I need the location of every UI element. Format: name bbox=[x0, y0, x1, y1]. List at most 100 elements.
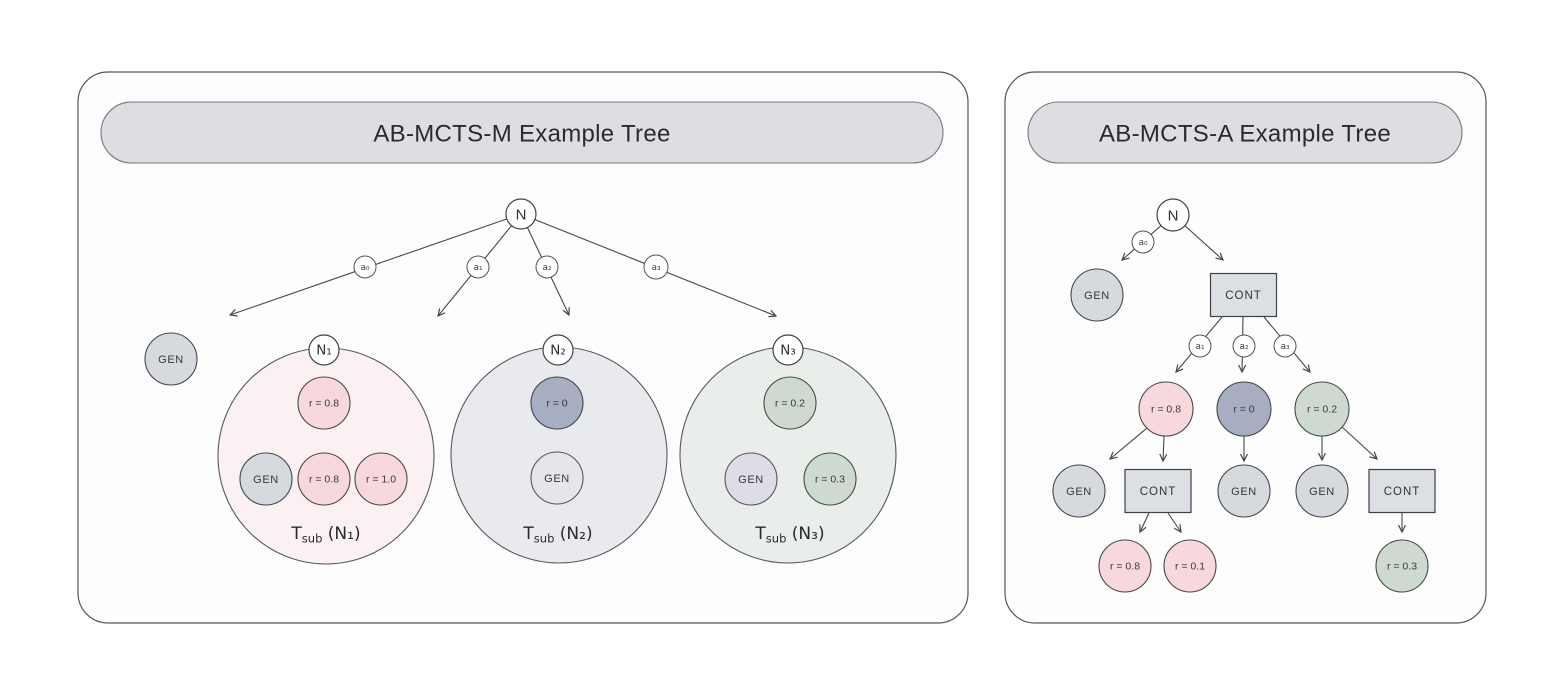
right-level2: r = 0.8 r = 0 r = 0.2 bbox=[1138, 381, 1350, 437]
a3-circle bbox=[643, 254, 669, 280]
n2-gen-circle bbox=[530, 451, 584, 505]
n1-gen-circle bbox=[239, 452, 293, 506]
subtree-n2: N₂ r = 0 GEN Tsub (N₂) bbox=[450, 334, 668, 564]
n3-r2-label: r = 0.3 bbox=[815, 474, 845, 486]
right-level1: GEN CONT a₁ a₂ a₃ bbox=[1070, 268, 1297, 358]
root-circle bbox=[505, 198, 537, 230]
r01-circle bbox=[1163, 539, 1217, 593]
n3-r2-circle bbox=[803, 452, 857, 506]
r03-circle bbox=[1375, 539, 1429, 593]
gen-label: GEN bbox=[1309, 486, 1335, 498]
edge-r02-cont bbox=[1341, 426, 1378, 460]
subtree-n3: N₃ r = 0.2 GEN r = 0.3 Tsub (N₃) bbox=[679, 334, 897, 564]
n1-r2-circle bbox=[297, 452, 351, 506]
n1-r2-label: r = 0.8 bbox=[309, 474, 339, 486]
gen-circle bbox=[144, 332, 198, 386]
subtree-n2-caption: Tsub (N₂) bbox=[522, 524, 592, 546]
right-level4: r = 0.8 r = 0.1 r = 0.3 bbox=[1098, 539, 1429, 593]
a2-circle bbox=[535, 255, 559, 279]
caption-sub: sub bbox=[302, 532, 323, 546]
r02-label: r = 0.2 bbox=[1307, 404, 1337, 416]
left-panel: AB-MCTS-M Example Tree N a₀ a₁ a₂ a₃ bbox=[77, 71, 969, 624]
cont-box bbox=[1209, 272, 1278, 318]
a0-label: a₀ bbox=[360, 263, 370, 273]
cont-box bbox=[1124, 468, 1192, 514]
r08b-circle bbox=[1098, 539, 1152, 593]
caption-t: T bbox=[290, 524, 302, 544]
n3-label: N₃ bbox=[780, 343, 796, 359]
n1-gen-label: GEN bbox=[253, 474, 279, 486]
caption-rest: (N₂) bbox=[554, 524, 592, 544]
a0-circle bbox=[353, 255, 377, 279]
n1-circle bbox=[308, 334, 340, 366]
r0-circle bbox=[1216, 381, 1272, 437]
edge-r08-gen bbox=[1108, 427, 1148, 460]
n2-top-r-circle bbox=[530, 376, 584, 430]
cont-box bbox=[1368, 468, 1436, 514]
gen-label: GEN bbox=[1066, 486, 1092, 498]
caption-sub: sub bbox=[766, 532, 787, 546]
subtree-n3-caption: Tsub (N₃) bbox=[754, 524, 824, 546]
left-action-labels: a₀ a₁ a₂ a₃ bbox=[353, 254, 669, 280]
right-panel-title: AB-MCTS-A Example Tree bbox=[1099, 120, 1391, 147]
caption-t: T bbox=[522, 524, 534, 544]
root-label: N bbox=[1168, 207, 1179, 224]
a1-label: a₁ bbox=[473, 263, 483, 273]
edge-cont-r08 bbox=[1139, 512, 1150, 534]
gen-label: GEN bbox=[1231, 486, 1257, 498]
cont-label: CONT bbox=[1225, 290, 1262, 302]
gen-label: GEN bbox=[158, 354, 184, 366]
n1-label: N₁ bbox=[316, 343, 332, 359]
n2-top-r-label: r = 0 bbox=[546, 398, 567, 410]
right-panel: AB-MCTS-A Example Tree N a₀ bbox=[1004, 71, 1487, 624]
n2-circle bbox=[542, 334, 574, 366]
root-circle bbox=[1156, 198, 1190, 232]
r08b-label: r = 0.8 bbox=[1110, 561, 1140, 573]
a2-circle bbox=[1232, 334, 1256, 358]
cont-label: CONT bbox=[1140, 486, 1177, 498]
n1-top-r-circle bbox=[297, 376, 351, 430]
a0-label: a₀ bbox=[1138, 238, 1148, 248]
r0-label: r = 0 bbox=[1233, 404, 1254, 416]
subtree-n1: N₁ r = 0.8 GEN r = 0.8 r = 1.0 Tsub (N₁) bbox=[217, 334, 435, 565]
a1-circle bbox=[1188, 334, 1212, 358]
caption-rest: (N₃) bbox=[786, 524, 824, 544]
right-level3: GEN CONT GEN GEN CONT bbox=[1052, 464, 1436, 518]
gen-label: GEN bbox=[1084, 290, 1110, 302]
gen-circle bbox=[1070, 268, 1124, 322]
right-panel-header bbox=[1027, 101, 1463, 164]
gen-circle bbox=[1217, 464, 1271, 518]
caption-sub: sub bbox=[534, 532, 555, 546]
n1-r3-label: r = 1.0 bbox=[366, 474, 396, 486]
r08-circle bbox=[1138, 381, 1194, 437]
a1-circle bbox=[466, 255, 490, 279]
a2-label: a₂ bbox=[1239, 342, 1249, 352]
subtree-n1-caption: Tsub (N₁) bbox=[290, 524, 360, 546]
n2-label: N₂ bbox=[550, 343, 566, 359]
edge-r08-cont bbox=[1159, 435, 1168, 463]
left-root-node: N bbox=[505, 198, 537, 230]
gen-circle bbox=[1295, 464, 1349, 518]
caption-t: T bbox=[754, 524, 766, 544]
a3-circle bbox=[1273, 334, 1297, 358]
right-root-node: N a₀ bbox=[1131, 198, 1190, 254]
root-label: N bbox=[516, 206, 527, 223]
n3-circle bbox=[772, 334, 804, 366]
gen-circle bbox=[1052, 464, 1106, 518]
n3-gen-circle bbox=[724, 452, 778, 506]
left-gen-node: GEN bbox=[144, 332, 198, 386]
n3-top-r-label: r = 0.2 bbox=[775, 398, 805, 410]
n1-top-r-label: r = 0.8 bbox=[309, 398, 339, 410]
r08-label: r = 0.8 bbox=[1151, 404, 1181, 416]
n3-top-r-circle bbox=[763, 376, 817, 430]
cont-label: CONT bbox=[1384, 486, 1421, 498]
left-panel-header bbox=[100, 101, 944, 164]
a0-circle bbox=[1131, 230, 1155, 254]
n2-gen-label: GEN bbox=[544, 473, 570, 485]
a1-label: a₁ bbox=[1195, 342, 1205, 352]
a3-label: a₃ bbox=[1280, 342, 1290, 352]
edge-cont-r01 bbox=[1167, 512, 1182, 534]
n3-gen-label: GEN bbox=[738, 474, 764, 486]
r01-label: r = 0.1 bbox=[1175, 561, 1205, 573]
